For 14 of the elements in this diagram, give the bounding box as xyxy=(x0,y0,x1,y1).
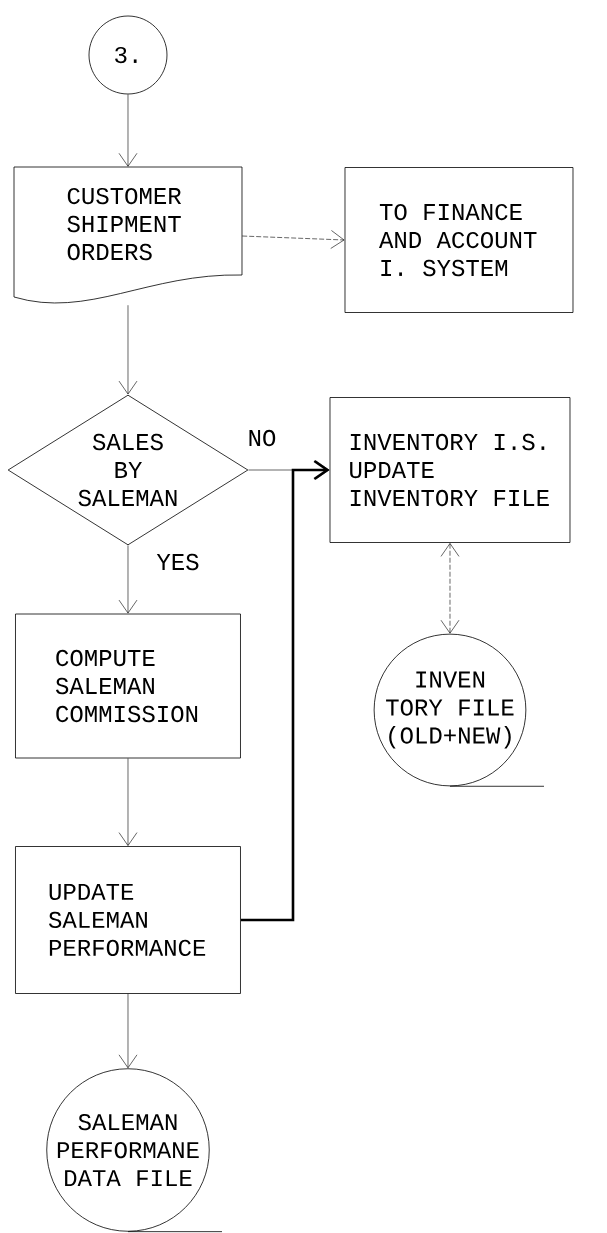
arrow xyxy=(248,460,330,480)
process-box: COMPUTE SALEMAN COMMISSION xyxy=(15,613,241,759)
arrow xyxy=(240,459,330,922)
arrow xyxy=(440,543,460,634)
edge-label: YES xyxy=(154,551,202,573)
arrow xyxy=(241,230,345,249)
process-box: TO FINANCE AND ACCOUNT I. SYSTEM xyxy=(344,167,574,313)
arrow xyxy=(118,304,138,395)
process-box: UPDATE SALEMAN PERFORMANCE xyxy=(15,846,241,994)
arrow xyxy=(118,758,138,846)
process-box: INVENTORY I.S. UPDATE INVENTORY FILE xyxy=(329,397,571,543)
arrow xyxy=(118,993,138,1069)
arrow xyxy=(118,545,138,614)
arrow xyxy=(118,94,138,167)
